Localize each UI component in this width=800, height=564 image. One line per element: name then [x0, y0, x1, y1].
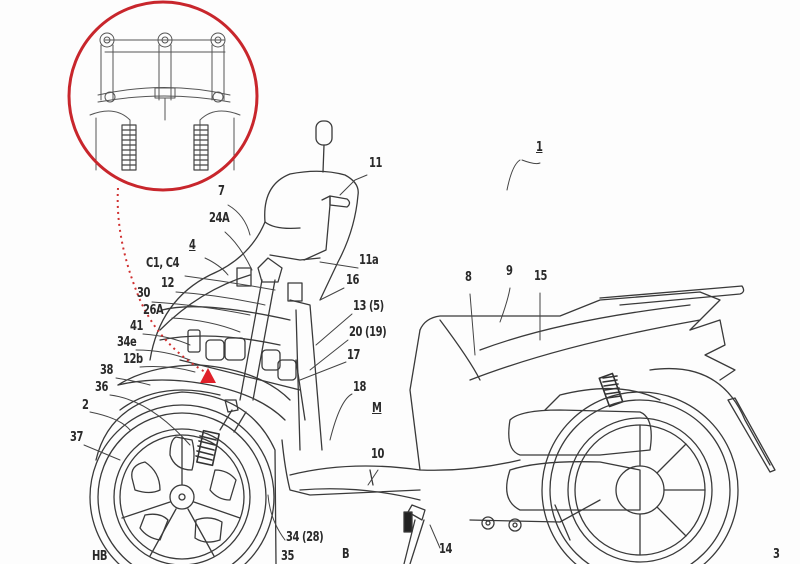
reference-label: 12: [161, 276, 174, 291]
reference-label: 4: [189, 238, 196, 253]
front-wheel: [89, 404, 275, 564]
reference-label: HB: [92, 549, 108, 564]
inset-circle: [67, 0, 259, 192]
reference-label: 34 (28): [286, 530, 324, 545]
reference-label: 17: [347, 348, 360, 363]
reference-label: 3: [773, 547, 780, 562]
reference-label: 15: [534, 269, 547, 284]
reference-label: 13 (5): [353, 299, 384, 314]
reference-label: 30: [137, 286, 150, 301]
reference-label: 14: [439, 542, 452, 557]
reference-label: 8: [465, 270, 472, 285]
reference-label: 24A: [209, 211, 230, 226]
inset-suspension-detail: [89, 32, 241, 171]
reference-label: 11a: [359, 253, 379, 268]
reference-label: 11: [369, 156, 382, 171]
reference-label: 26A: [143, 303, 164, 318]
rear-wheel: [541, 391, 739, 564]
reference-label: 37: [70, 430, 83, 445]
reference-label: 2: [82, 398, 89, 413]
reference-label: 10: [371, 447, 384, 462]
reference-label: 16: [346, 273, 359, 288]
pointer-marker: [200, 368, 216, 383]
reference-label: 36: [95, 380, 108, 395]
reference-label: 38: [100, 363, 113, 378]
reference-label: 9: [506, 264, 513, 279]
reference-label: 35: [281, 549, 294, 564]
reference-label: 20 (19): [349, 325, 387, 340]
reference-label: 1: [536, 140, 543, 155]
reference-label: M: [372, 401, 382, 416]
inset-connector: [116, 187, 206, 373]
reference-label: 34e: [117, 335, 137, 350]
reference-label: B: [342, 547, 350, 562]
reference-label: 41: [130, 319, 143, 334]
reference-label: 7: [218, 184, 225, 199]
reference-label: 18: [353, 380, 366, 395]
reference-label: 12b: [123, 352, 143, 367]
reference-label: C1, C4: [146, 256, 180, 271]
